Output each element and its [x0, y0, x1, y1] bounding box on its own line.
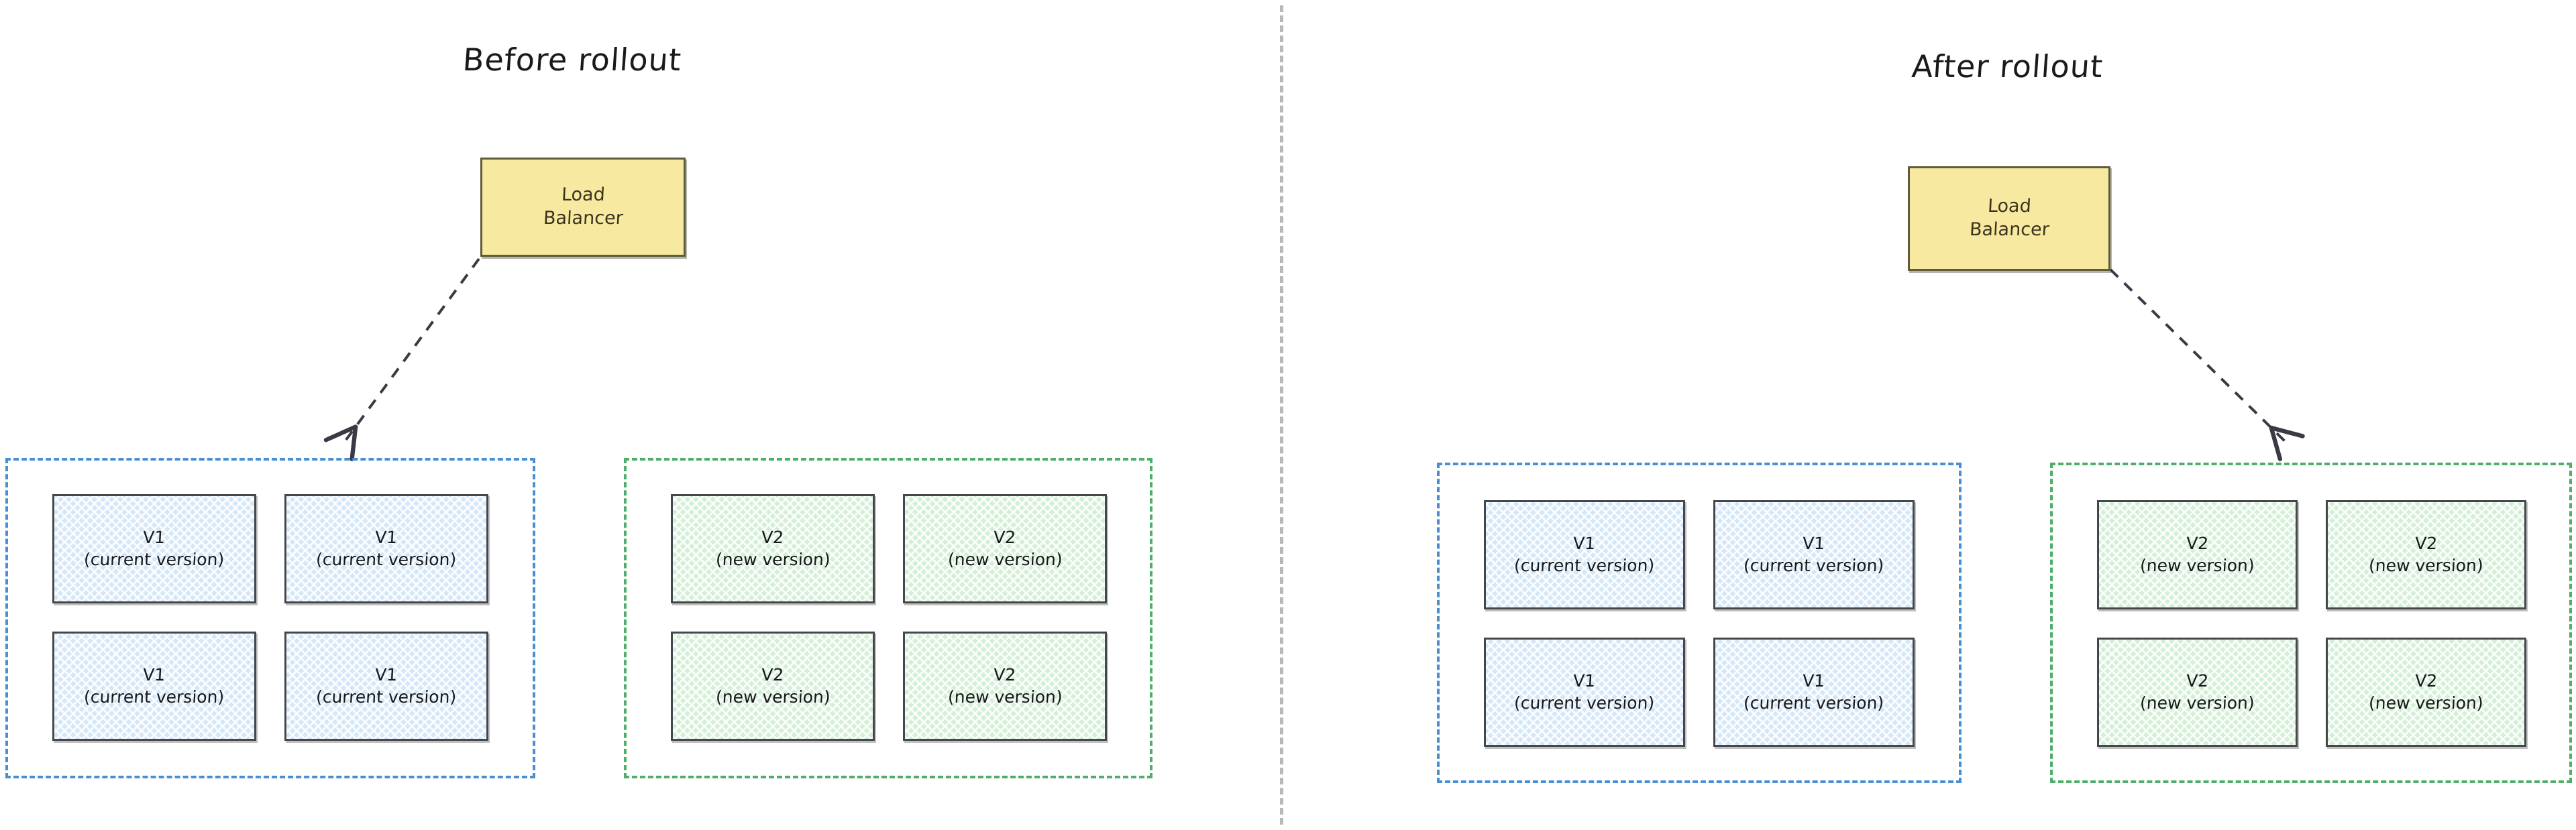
node-note-label: (new version) — [947, 687, 1063, 707]
node-grid-before-v2: V2 (new version) V2 (new version) V2 (ne… — [671, 494, 1107, 741]
node-version-label: V1 — [374, 665, 398, 685]
panel-divider — [1280, 5, 1283, 825]
node-v2[interactable]: V2 (new version) — [2097, 638, 2298, 747]
node-version-label: V2 — [2414, 534, 2438, 553]
load-balancer-label-line1: Load — [560, 184, 606, 206]
group-before-v2 — [624, 458, 1152, 778]
node-version-label: V2 — [2414, 671, 2438, 691]
node-note-label: (new version) — [714, 549, 831, 569]
node-note-label: (new version) — [2139, 693, 2255, 713]
node-note-label: (current version) — [315, 687, 458, 707]
node-note-label: (new version) — [714, 687, 831, 707]
node-note-label: (current version) — [83, 549, 225, 569]
load-balancer-label-line2: Balancer — [542, 208, 624, 229]
node-v2[interactable]: V2 (new version) — [671, 632, 875, 741]
node-note-label: (new version) — [2368, 555, 2484, 575]
group-before-v1 — [5, 458, 535, 778]
node-note-label: (new version) — [2368, 693, 2484, 713]
panel-title-after: After rollout — [1911, 48, 2104, 84]
node-version-label: V1 — [142, 528, 166, 547]
node-v2[interactable]: V2 (new version) — [903, 632, 1107, 741]
node-v1[interactable]: V1 (current version) — [1713, 638, 1915, 747]
node-note-label: (current version) — [315, 549, 458, 569]
load-balancer-after[interactable]: Load Balancer — [1908, 166, 2110, 271]
node-version-label: V1 — [1572, 671, 1597, 691]
node-note-label: (current version) — [1513, 555, 1656, 575]
node-v1[interactable]: V1 (current version) — [52, 632, 256, 741]
node-version-label: V1 — [1572, 534, 1597, 553]
node-version-label: V2 — [761, 665, 785, 685]
arrow-before-to-v1 — [323, 257, 480, 461]
panel-title-before: Before rollout — [462, 42, 683, 78]
node-version-label: V2 — [993, 528, 1017, 547]
node-v1[interactable]: V1 (current version) — [1484, 638, 1685, 747]
node-v2[interactable]: V2 (new version) — [903, 494, 1107, 603]
node-note-label: (current version) — [83, 687, 225, 707]
node-version-label: V1 — [374, 528, 398, 547]
arrow-after-to-v2 — [2109, 268, 2305, 461]
load-balancer-before[interactable]: Load Balancer — [480, 158, 686, 257]
node-v1[interactable]: V1 (current version) — [284, 632, 488, 741]
node-note-label: (new version) — [2139, 555, 2255, 575]
node-version-label: V1 — [142, 665, 166, 685]
node-v2[interactable]: V2 (new version) — [2097, 500, 2298, 609]
node-note-label: (new version) — [947, 549, 1063, 569]
node-v2[interactable]: V2 (new version) — [2326, 638, 2526, 747]
node-grid-after-v2: V2 (new version) V2 (new version) V2 (ne… — [2097, 500, 2526, 747]
node-note-label: (current version) — [1513, 693, 1656, 713]
node-version-label: V2 — [2186, 671, 2209, 691]
node-v1[interactable]: V1 (current version) — [1713, 500, 1915, 609]
node-version-label: V2 — [993, 665, 1017, 685]
node-v2[interactable]: V2 (new version) — [2326, 500, 2526, 609]
node-grid-after-v1: V1 (current version) V1 (current version… — [1484, 500, 1915, 747]
load-balancer-label-line2: Balancer — [1968, 219, 2050, 240]
node-version-label: V2 — [761, 528, 785, 547]
node-note-label: (current version) — [1743, 693, 1885, 713]
node-v1[interactable]: V1 (current version) — [284, 494, 488, 603]
load-balancer-label-line1: Load — [1986, 196, 2032, 217]
node-v2[interactable]: V2 (new version) — [671, 494, 875, 603]
node-v1[interactable]: V1 (current version) — [1484, 500, 1685, 609]
node-note-label: (current version) — [1743, 555, 1885, 575]
node-grid-before-v1: V1 (current version) V1 (current version… — [52, 494, 488, 741]
node-version-label: V2 — [2186, 534, 2209, 553]
node-version-label: V1 — [1802, 671, 1826, 691]
node-v1[interactable]: V1 (current version) — [52, 494, 256, 603]
group-after-v1 — [1437, 463, 1962, 783]
node-version-label: V1 — [1802, 534, 1826, 553]
group-after-v2 — [2050, 463, 2572, 783]
